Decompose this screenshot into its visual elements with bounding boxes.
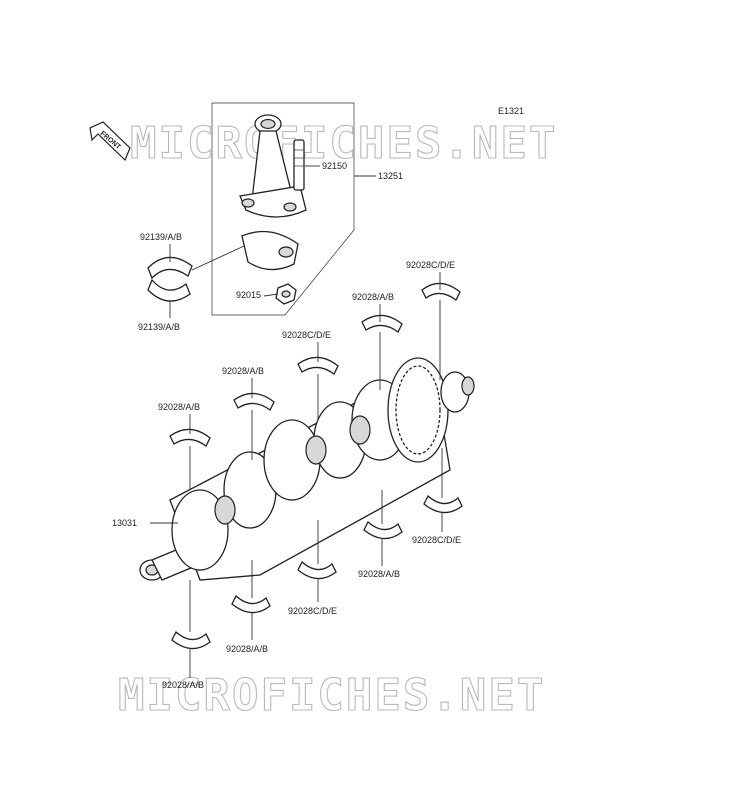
main-bearing-10 xyxy=(171,630,211,650)
main-bearing-8 xyxy=(297,560,337,580)
main-bearing-3 xyxy=(297,356,339,375)
connecting-rod-assembly xyxy=(211,102,355,316)
label-92028ab-a: 92028/A/B xyxy=(352,292,394,302)
main-bearing-4 xyxy=(233,392,275,411)
label-92028cde-a: 92028C/D/E xyxy=(406,260,455,270)
label-92015: 92015 xyxy=(236,290,261,300)
label-92150: 92150 xyxy=(322,161,347,171)
label-92028ab-f: 92028/A/B xyxy=(162,680,204,690)
label-92028cde-b: 92028C/D/E xyxy=(282,330,331,340)
label-92028ab-b: 92028/A/B xyxy=(222,366,264,376)
main-bearing-5 xyxy=(169,428,211,447)
label-92028cde-c: 92028C/D/E xyxy=(412,535,461,545)
label-92028cde-d: 92028C/D/E xyxy=(288,606,337,616)
watermark-top: MICROFICHES.NET xyxy=(130,118,557,169)
leader-lines xyxy=(150,165,443,678)
diagram-code: E1321 xyxy=(498,106,524,116)
watermark-bottom: MICROFICHES.NET xyxy=(118,670,545,721)
label-92028ab-e: 92028/A/B xyxy=(226,644,268,654)
label-13251: 13251 xyxy=(378,171,403,181)
label-13031: 13031 xyxy=(112,518,137,528)
front-arrow-icon: FRONT xyxy=(89,121,131,162)
main-bearing-1 xyxy=(421,282,461,301)
label-92139-top: 92139/A/B xyxy=(140,232,182,242)
label-92028ab-c: 92028/A/B xyxy=(158,402,200,412)
conrod-bearing-lower xyxy=(147,278,191,302)
main-bearing-7 xyxy=(363,520,403,540)
conrod-bearing-upper xyxy=(147,256,193,280)
main-bearing-2 xyxy=(361,314,403,333)
main-bearing-6 xyxy=(423,494,463,514)
label-92028ab-d: 92028/A/B xyxy=(358,569,400,579)
main-bearing-9 xyxy=(231,594,271,614)
crankshaft xyxy=(139,357,475,581)
label-92139-bottom: 92139/A/B xyxy=(138,322,180,332)
